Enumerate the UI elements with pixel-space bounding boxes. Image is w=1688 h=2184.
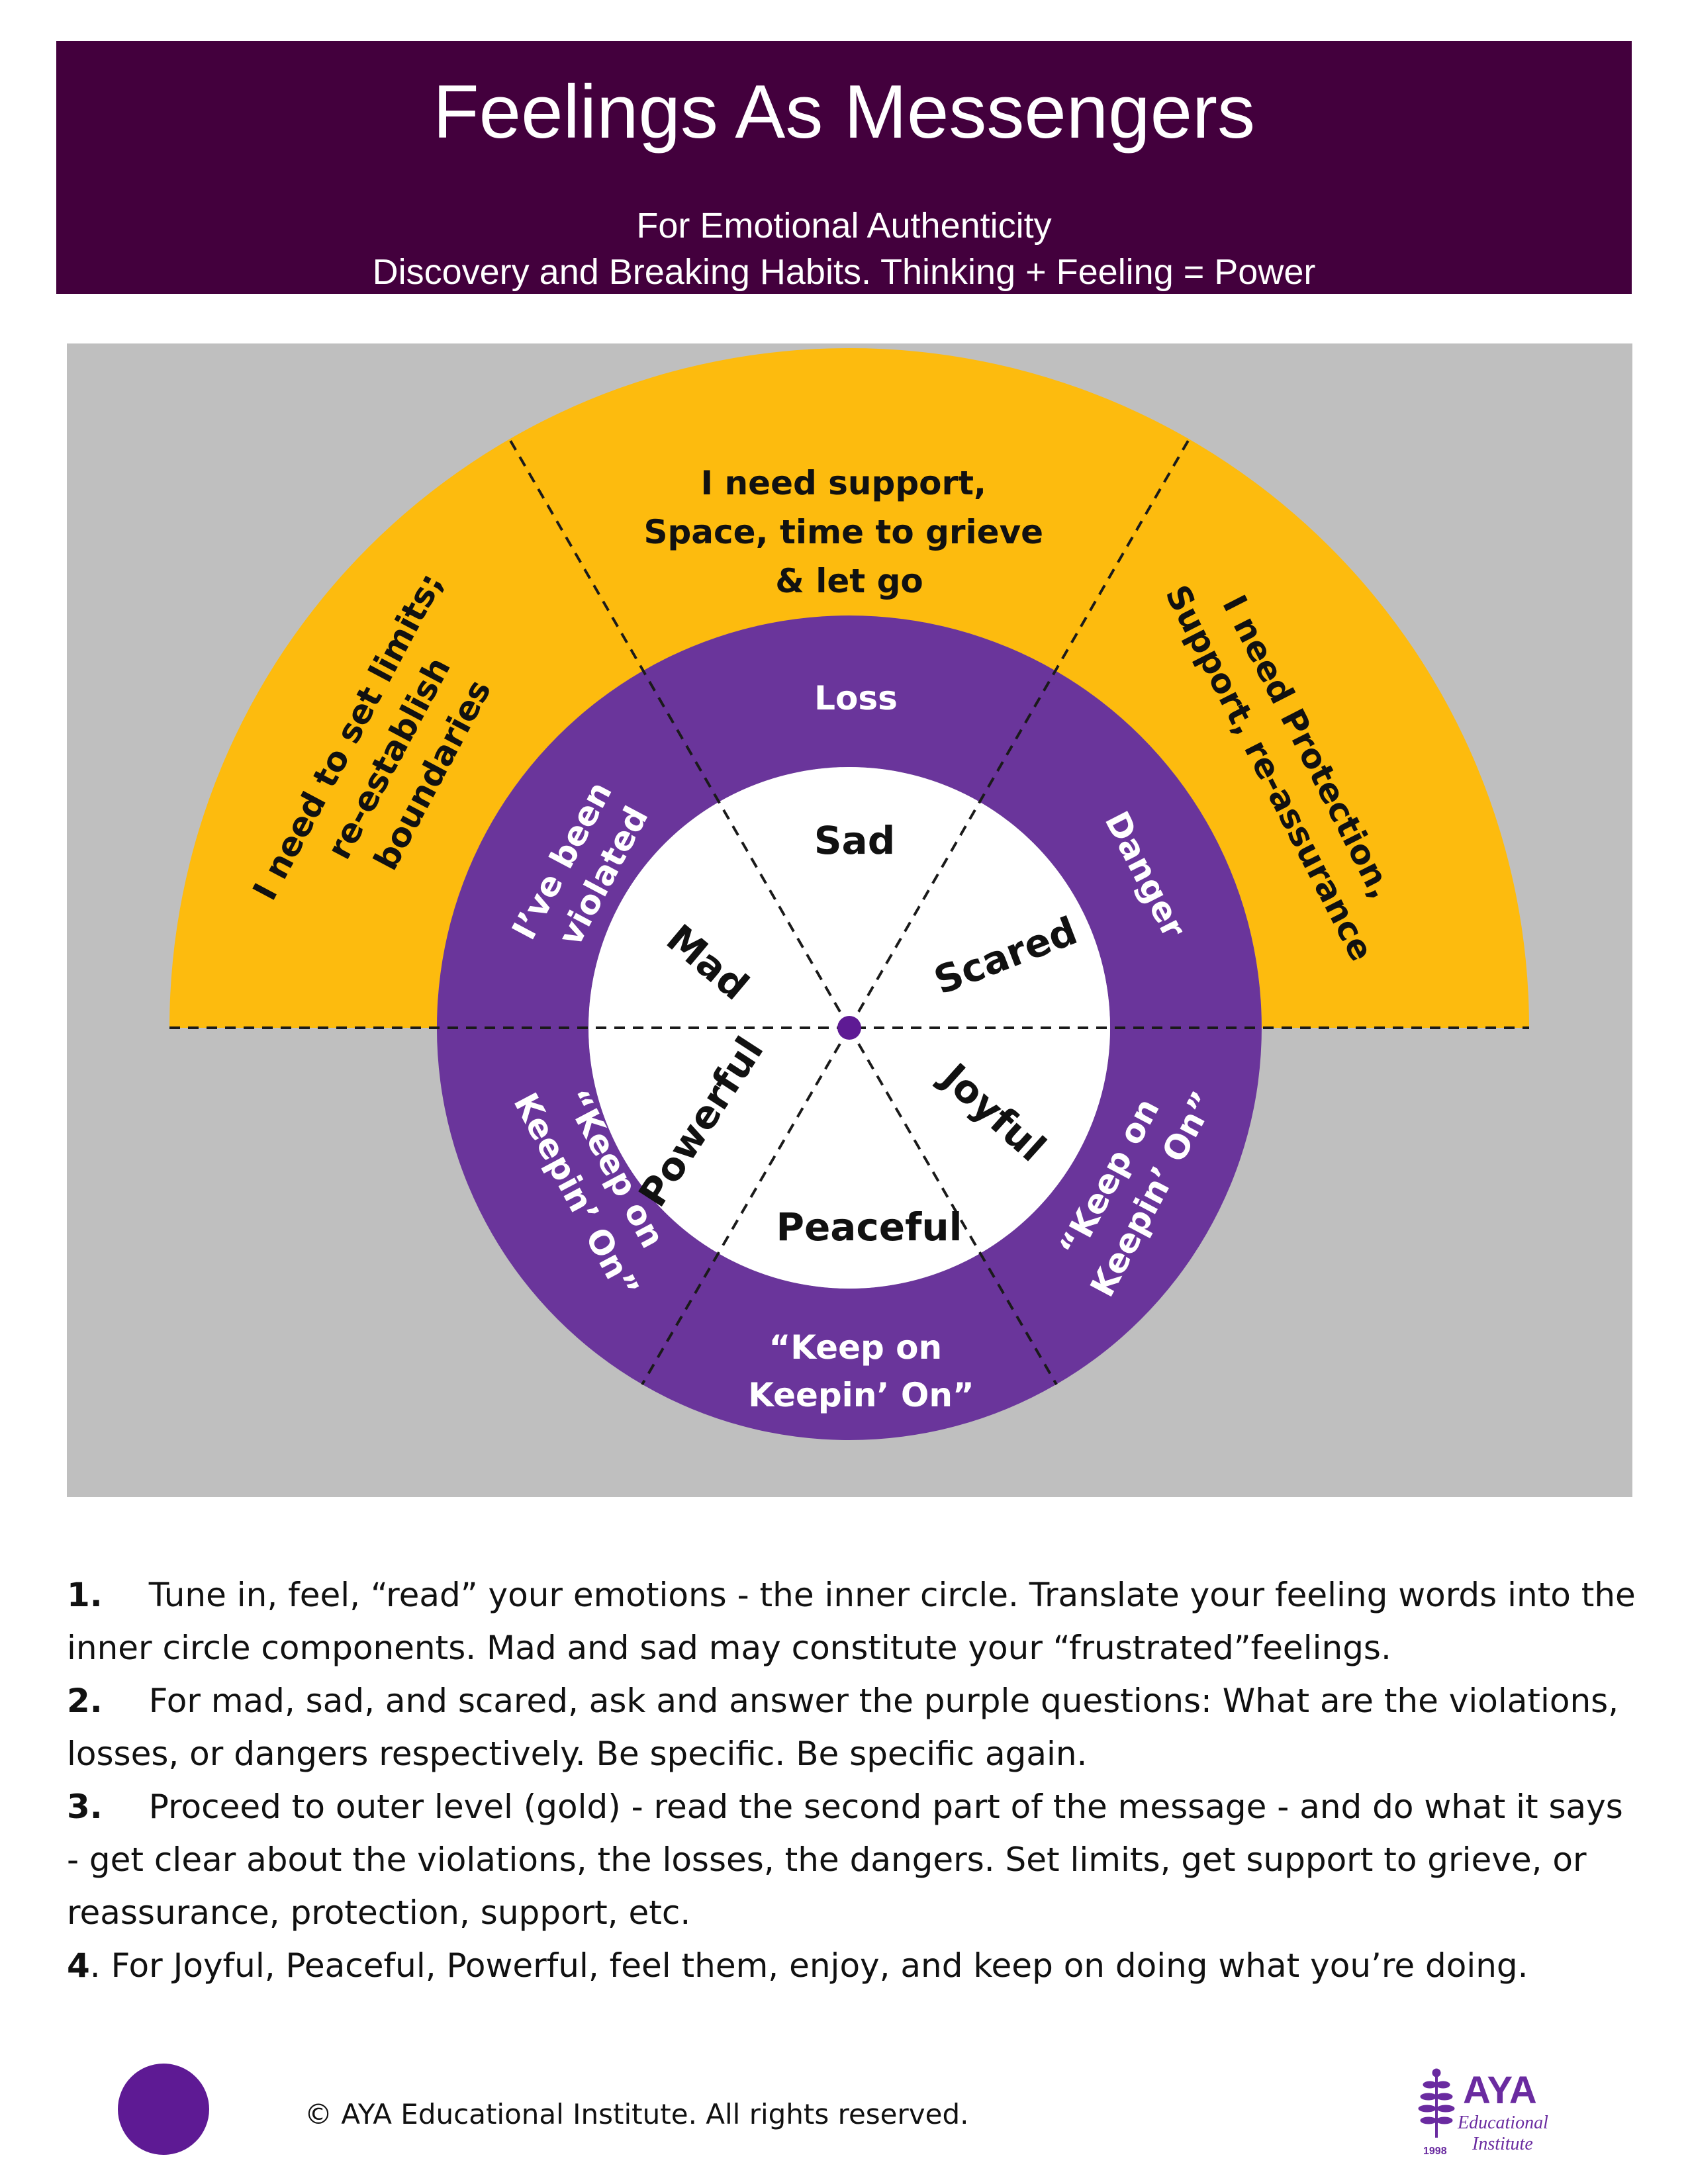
feeling-sad: Sad bbox=[814, 818, 895, 863]
feelings-wheel: I need support, Space, time to grieve & … bbox=[169, 348, 1529, 1440]
subtitle-line-1: For Emotional Authenticity bbox=[636, 206, 1052, 246]
center-dot bbox=[837, 1016, 861, 1040]
gold-top-line-1: I need support, bbox=[701, 464, 986, 502]
purple-label-loss: Loss bbox=[814, 679, 898, 717]
gold-top-line-2: Space, time to grieve bbox=[643, 513, 1043, 551]
instruction-step-1: 1.Tune in, feel, “read” your emotions - … bbox=[67, 1569, 1642, 1674]
feeling-peaceful: Peaceful bbox=[776, 1205, 962, 1250]
step-2-text: For mad, sad, and scared, ask and answer… bbox=[67, 1682, 1619, 1773]
step-4-number: 4 bbox=[67, 1946, 90, 1985]
gold-ring bbox=[169, 348, 1529, 1028]
logo-name: AYA bbox=[1463, 2069, 1537, 2112]
subtitle-line-2: Discovery and Breaking Habits. Thinking … bbox=[372, 252, 1316, 292]
gold-top-line-3: & let go bbox=[775, 562, 923, 600]
step-3-number: 3. bbox=[67, 1788, 103, 1826]
divider-lines bbox=[169, 439, 1529, 1386]
step-4-text: . For Joyful, Peaceful, Powerful, feel t… bbox=[89, 1946, 1528, 1985]
step-1-number: 1. bbox=[67, 1576, 103, 1614]
instructions-list: 1.Tune in, feel, “read” your emotions - … bbox=[67, 1569, 1642, 1992]
aya-logo: 1998 AYA Educational Institute bbox=[1418, 2068, 1548, 2157]
step-2-number: 2. bbox=[67, 1682, 103, 1720]
keep-on-bottom-line-2: Keepin’ On” bbox=[748, 1376, 974, 1414]
instruction-step-2: 2.For mad, sad, and scared, ask and answ… bbox=[67, 1674, 1642, 1780]
step-1-text: Tune in, feel, “read” your emotions - th… bbox=[67, 1576, 1636, 1667]
purple-ring bbox=[436, 615, 1262, 1440]
logo-year: 1998 bbox=[1423, 2146, 1447, 2157]
logo-line-2: Institute bbox=[1472, 2134, 1533, 2154]
copyright-notice: © AYA Educational Institute. All rights … bbox=[305, 2098, 969, 2130]
keep-on-bottom-line-1: “Keep on bbox=[769, 1328, 942, 1367]
fern-icon bbox=[1418, 2068, 1455, 2138]
diagram-panel: I need support, Space, time to grieve & … bbox=[67, 343, 1632, 1497]
purple-label-keep-on-bottom: “Keep on Keepin’ On” bbox=[748, 1328, 974, 1414]
step-3-text: Proceed to outer level (gold) - read the… bbox=[67, 1788, 1623, 1932]
instruction-step-3: 3.Proceed to outer level (gold) - read t… bbox=[67, 1780, 1642, 1939]
header-banner: Feelings As Messengers For Emotional Aut… bbox=[56, 41, 1632, 294]
instruction-step-4: 4. For Joyful, Peaceful, Powerful, feel … bbox=[67, 1939, 1642, 1992]
gold-top-message: I need support, Space, time to grieve & … bbox=[643, 464, 1055, 600]
page-title: Feelings As Messengers bbox=[433, 70, 1255, 154]
purple-circle-decoration bbox=[118, 2064, 209, 2155]
logo-line-1: Educational bbox=[1457, 2113, 1548, 2133]
